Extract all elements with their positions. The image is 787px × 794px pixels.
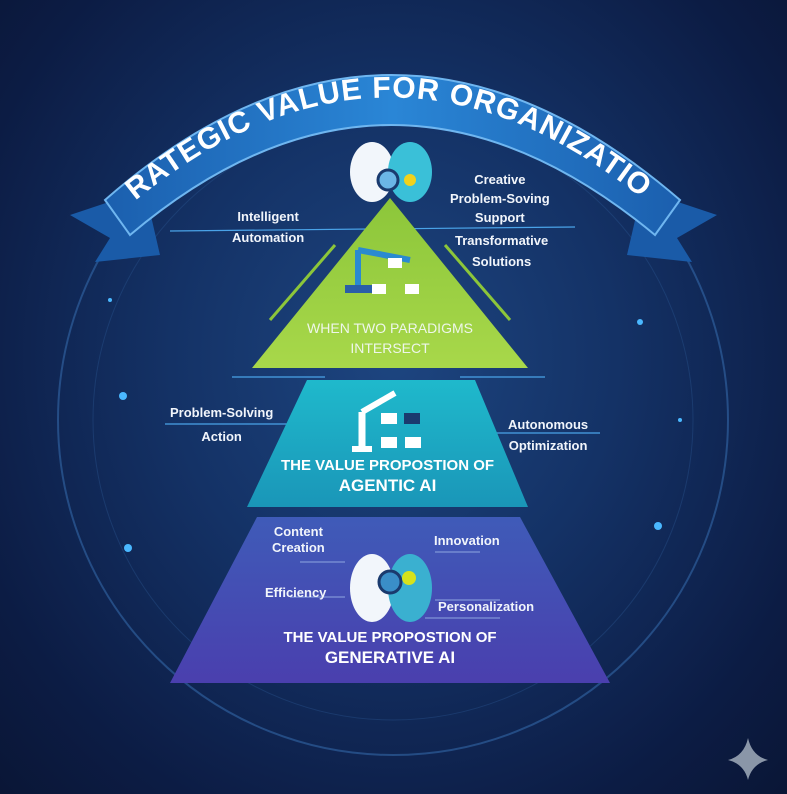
label-innovation: Innovation: [434, 533, 500, 548]
title-line: AGENTIC AI: [338, 476, 437, 495]
tier-top-intersect: [252, 198, 528, 368]
banner-title: STRATEGIC VALUE FOR ORGANIZATIONS: [0, 0, 657, 206]
brain-icon-bottom: [350, 554, 432, 622]
circuit-lines: [290, 551, 500, 619]
label-line: Automation: [232, 230, 305, 245]
svg-text:STRATEGIC VALUE FOR ORGANIZATI: STRATEGIC VALUE FOR ORGANIZATIONS: [0, 0, 658, 206]
label-efficiency: Efficiency: [265, 585, 327, 600]
label-intelligent-automation: Intelligent Automation: [232, 206, 304, 248]
title-line: INTERSECT: [350, 340, 430, 356]
robot-arm-icon-top: [345, 247, 419, 294]
label-transformative-solutions: Transformative Solutions: [455, 230, 548, 272]
label-content-creation: Content Creation: [272, 524, 325, 556]
label-personalization: Personalization: [438, 599, 535, 614]
label-line: Autonomous: [508, 417, 589, 432]
label-line: Optimization: [508, 438, 588, 453]
label-line: Creative: [474, 172, 526, 187]
label-line: Problem-Soving: [450, 191, 550, 206]
brain-icon-top: [350, 142, 432, 202]
sparkle-icon: [728, 738, 768, 780]
glow-dots: [108, 298, 682, 552]
label-line: Intelligent: [237, 209, 299, 224]
tier-bottom-title: THE VALUE PROPOSTION OF GENERATIVE AI: [170, 628, 610, 668]
label-line: Content: [273, 524, 323, 539]
tier-top-title: WHEN TWO PARADIGMS INTERSECT: [252, 318, 528, 358]
label-line: Problem-Solving: [170, 405, 274, 420]
label-line: Transformative: [455, 233, 549, 248]
robot-arm-icon-middle: [352, 390, 421, 452]
label-line: Action: [201, 429, 242, 444]
label-creative-problem-solving: Creative Problem-Soving Support: [450, 170, 550, 227]
label-autonomous-optimization: Autonomous Optimization: [508, 414, 588, 456]
title-line: GENERATIVE AI: [324, 648, 456, 667]
label-problem-solving-action: Problem-Solving Action: [170, 401, 273, 449]
banner-arc: [103, 74, 682, 237]
label-line: Solutions: [471, 254, 532, 269]
label-line: Creation: [272, 540, 325, 555]
title-line: WHEN TWO PARADIGMS: [307, 320, 473, 336]
title-line: THE VALUE PROPOSTION OF: [280, 457, 495, 474]
title-line: THE VALUE PROPOSTION OF: [283, 629, 497, 646]
label-line: Support: [474, 210, 525, 225]
tier-middle-title: THE VALUE PROPOSTION OF AGENTIC AI: [247, 456, 528, 496]
